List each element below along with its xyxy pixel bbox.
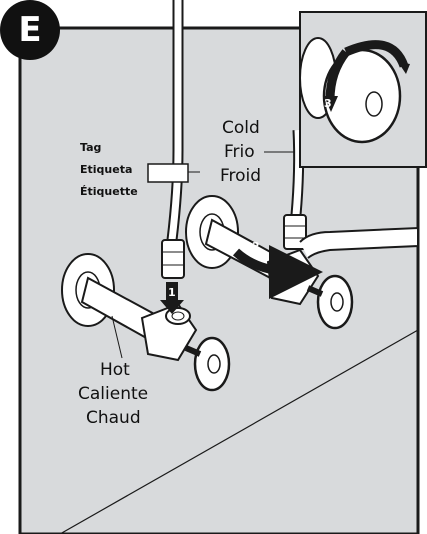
tag-label-es: Etiqueta [80, 163, 133, 176]
step-1-number: 1 [168, 286, 176, 299]
step-2-number: 2 [252, 240, 260, 253]
tag-label-fr: Étiquette [80, 185, 138, 198]
hot-hose-nut [161, 239, 185, 279]
floor-line [59, 329, 419, 534]
cold-label-fr: Froid [220, 166, 262, 186]
step-badge: E [0, 0, 60, 60]
hot-label-es: Caliente [78, 384, 149, 404]
step-2-arrow [232, 244, 323, 299]
hot-label-en: Hot [100, 360, 130, 380]
hot-leader [111, 315, 123, 359]
step-3-arrow [344, 40, 409, 68]
hose-tag [147, 163, 189, 183]
hot-label-fr: Chaud [86, 408, 141, 428]
step-3-number: 3 [324, 97, 332, 110]
tag-label-en: Tag [80, 141, 102, 154]
cold-label-en: Cold [222, 118, 260, 138]
cold-label-es: Frio [224, 142, 255, 162]
